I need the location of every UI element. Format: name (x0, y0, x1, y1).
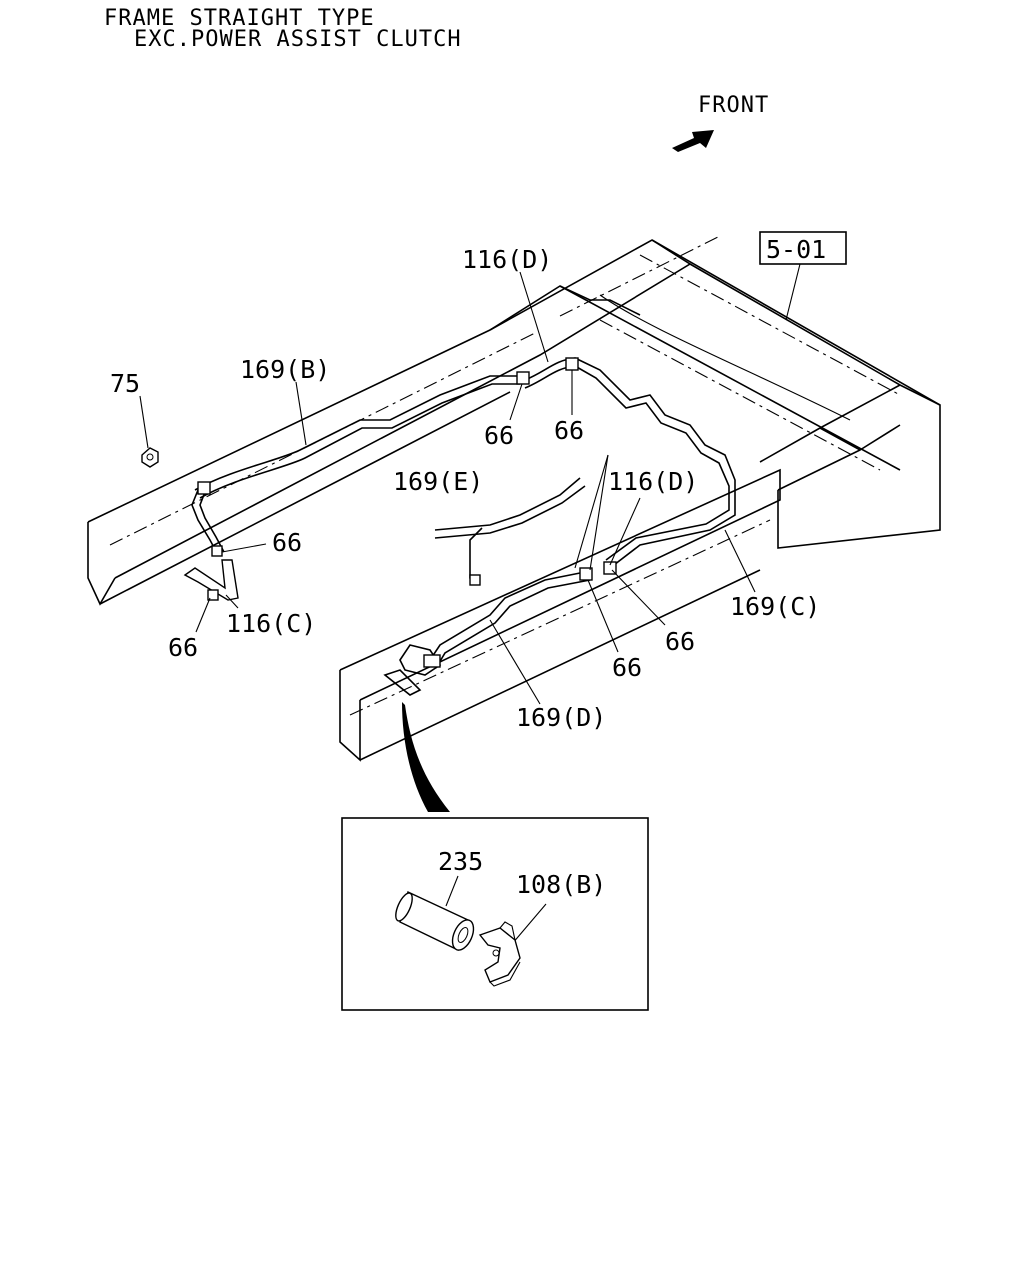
callout-66-d: 66 (168, 633, 198, 662)
detail-pointer-arrow (402, 702, 450, 812)
hose-116c (183, 559, 239, 601)
pipe-169c (524, 357, 736, 569)
callout-66-a: 66 (484, 421, 514, 450)
nut-75 (141, 447, 159, 468)
callout-169e: 169(E) (393, 467, 483, 496)
reference-box (759, 231, 847, 265)
pipe-169e (434, 477, 581, 531)
frame-rail-lower (339, 468, 781, 762)
callout-66-b: 66 (554, 416, 584, 445)
reference-leader (785, 263, 801, 321)
callout-116d-mid: 116(D) (608, 467, 698, 496)
leader-lines (139, 271, 756, 705)
callout-75: 75 (110, 369, 140, 398)
callout-66-f: 66 (612, 653, 642, 682)
callout-116d-top: 116(D) (462, 245, 552, 274)
callout-169c: 169(C) (730, 592, 820, 621)
part-108b-clip (478, 921, 521, 987)
part-235-sleeve (395, 891, 475, 951)
arrow-icon (672, 130, 714, 152)
pipe-169b (194, 375, 520, 491)
cross-member (489, 239, 941, 549)
reference-box-label: 5-01 (766, 235, 826, 264)
callout-169d: 169(D) (516, 703, 606, 732)
pipe-169d (429, 571, 586, 661)
detail-box (341, 817, 649, 1011)
callout-66-e: 66 (665, 627, 695, 656)
frame-rail-upper (87, 235, 721, 606)
callout-116c: 116(C) (226, 609, 316, 638)
fitting-lower-left (383, 644, 442, 696)
header-line-1: FRAME STRAIGHT TYPE (104, 6, 375, 31)
callout-108b: 108(B) (516, 870, 606, 899)
leader-108b (511, 903, 547, 945)
header-line-2: EXC.POWER ASSIST CLUTCH (134, 27, 462, 52)
leader-235 (445, 875, 459, 907)
callout-169b: 169(B) (240, 355, 330, 384)
callout-66-c: 66 (272, 528, 302, 557)
front-label: FRONT (698, 93, 769, 118)
callout-235: 235 (438, 847, 483, 876)
